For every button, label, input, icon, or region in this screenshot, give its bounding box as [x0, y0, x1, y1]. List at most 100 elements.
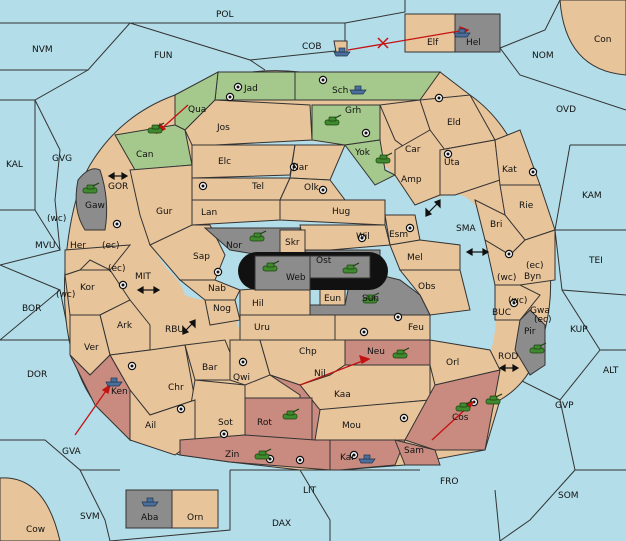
supply-center	[233, 82, 243, 92]
supply-center	[238, 357, 248, 367]
passage-arrows	[107, 171, 520, 373]
army-unit-icon[interactable]	[375, 152, 393, 164]
supply-center	[112, 219, 122, 229]
label-mvu: MVU	[35, 241, 56, 251]
province-wil	[299, 224, 391, 251]
label-web: Web	[286, 273, 306, 283]
province-rot	[244, 397, 313, 441]
label-rie: Rie	[519, 201, 534, 211]
supply-center	[528, 167, 538, 177]
army-unit-icon[interactable]	[82, 182, 100, 194]
label-gva: GVA	[62, 447, 82, 457]
label-ovd: OVD	[556, 105, 576, 115]
supply-center	[405, 223, 415, 233]
label-skr: Skr	[285, 238, 300, 248]
supply-center	[349, 450, 359, 460]
label-ken: Ken	[111, 387, 128, 397]
label-svm: SVM	[80, 512, 100, 522]
units-layer	[82, 28, 547, 507]
label-nab: Nab	[208, 284, 226, 294]
province-ken	[69, 354, 131, 442]
label-sot: Sot	[218, 418, 233, 428]
label-aba: Aba	[141, 513, 158, 523]
label-nog: Nog	[213, 304, 231, 314]
army-unit-icon[interactable]	[455, 400, 473, 412]
label-feu: Feu	[408, 323, 424, 333]
supply-center	[434, 93, 444, 103]
label-cob: COB	[302, 42, 322, 52]
army-unit-icon[interactable]	[362, 292, 380, 304]
label-hil: Hil	[252, 299, 264, 309]
army-unit-icon[interactable]	[147, 122, 165, 134]
label-orl: Orl	[446, 358, 459, 368]
label-con: Con	[594, 35, 612, 45]
supply-centers	[112, 75, 538, 465]
label-eld: Eld	[447, 118, 461, 128]
province-tel	[191, 177, 291, 201]
label-hel: Hel	[466, 38, 481, 48]
supply-center	[318, 75, 328, 85]
province-elc	[191, 144, 296, 179]
province-pir	[514, 309, 546, 376]
label-nil: Nil	[314, 369, 326, 379]
province-orn	[171, 489, 219, 529]
label-pir: Pir	[524, 327, 536, 337]
label-can: Can	[136, 150, 154, 160]
label-gor: GOR	[108, 182, 128, 192]
province-sch	[294, 71, 441, 101]
label-nvm: NVM	[32, 45, 53, 55]
army-unit-icon[interactable]	[529, 342, 547, 354]
supply-center	[213, 267, 223, 277]
supply-center	[509, 298, 519, 308]
label-lit: LIT	[303, 486, 317, 496]
supply-center	[318, 185, 328, 195]
label-wil: Wil	[356, 232, 370, 242]
province-yok	[344, 139, 397, 186]
label-car: Car	[405, 145, 421, 155]
label-gvg: GVG	[52, 154, 72, 164]
label-hug: Hug	[332, 207, 350, 217]
label-rot: Rot	[257, 418, 272, 428]
label-ark: Ark	[117, 321, 133, 331]
label-tei: TEI	[588, 256, 603, 266]
label-ver: Ver	[84, 343, 99, 353]
fleet-unit-icon[interactable]	[105, 377, 123, 387]
province-obs	[398, 269, 471, 316]
army-unit-icon[interactable]	[392, 347, 410, 359]
label-mou: Mou	[342, 421, 361, 431]
supply-center	[361, 128, 371, 138]
fleet-unit-icon[interactable]	[333, 47, 351, 57]
label-her: Her	[70, 241, 86, 251]
label-cow: Cow	[26, 525, 45, 535]
label-yok: Yok	[354, 148, 371, 158]
army-unit-icon[interactable]	[254, 448, 272, 460]
label-rod: ROD	[498, 352, 518, 362]
label-sap: Sap	[193, 252, 210, 262]
label-zin: Zin	[225, 450, 239, 460]
fleet-unit-icon[interactable]	[141, 497, 159, 507]
supply-center	[198, 181, 208, 191]
army-unit-icon[interactable]	[485, 393, 503, 405]
supply-center	[118, 280, 128, 290]
label-gaw: Gaw	[85, 201, 105, 211]
label-sun: Sun	[362, 294, 379, 304]
label-olk: Olk	[304, 183, 320, 193]
army-unit-icon[interactable]	[262, 260, 280, 272]
label-gvp: GVP	[555, 401, 574, 411]
supply-center	[295, 455, 305, 465]
fleet-unit-icon[interactable]	[358, 454, 376, 464]
label-chp: Chp	[299, 347, 317, 357]
fleet-unit-icon[interactable]	[453, 28, 471, 38]
army-unit-icon[interactable]	[324, 114, 342, 126]
label-lan: Lan	[201, 208, 217, 218]
fleet-unit-icon[interactable]	[349, 85, 367, 95]
army-unit-icon[interactable]	[342, 262, 360, 274]
supply-center	[225, 92, 235, 102]
army-unit-icon[interactable]	[282, 408, 300, 420]
label-neu: Neu	[367, 347, 385, 357]
army-unit-icon[interactable]	[249, 230, 267, 242]
label-ec1: (ec)	[102, 241, 120, 251]
supply-center	[393, 312, 403, 322]
